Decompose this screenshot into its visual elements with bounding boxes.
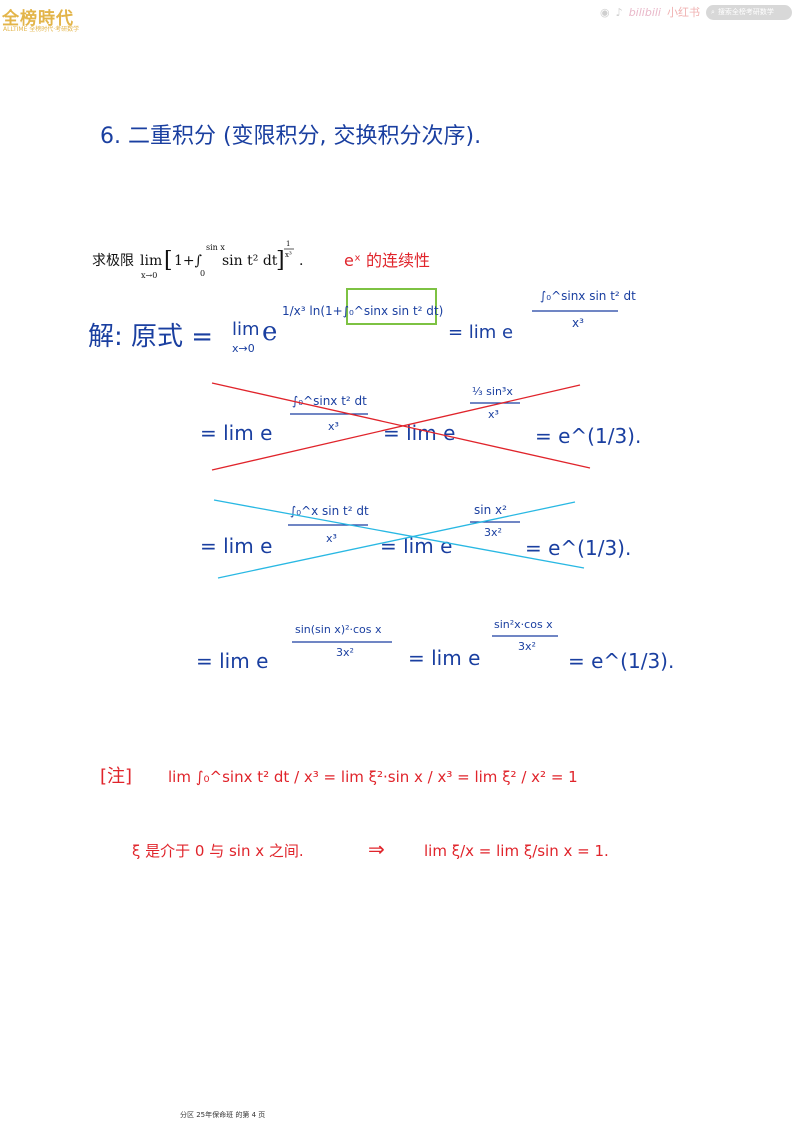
logo-subtitle: ALLTIME 全榜时代·考研数学 (3, 26, 80, 33)
w2-mid-num: sin x² (474, 503, 507, 517)
xiaohongshu-link[interactable]: 小红书 (667, 6, 700, 19)
w1-den: x³ (328, 420, 339, 433)
problem-period: . (299, 253, 303, 269)
c-left: = lim e (196, 649, 268, 673)
solution-head: 解: 原式 = (88, 322, 213, 352)
problem-statement: 求极限 lim x→0 [ 1+∫ sin x 0 sin t² dt ] 1 … (92, 240, 332, 292)
w2-num: ∫₀^x sin t² dt (290, 504, 369, 518)
page-footer: 分区 25年保命班 的第 4 页 (180, 1111, 266, 1119)
note-label: [注] (100, 766, 132, 787)
problem-one-plus: 1+∫ (174, 253, 202, 269)
w2-result: = e^(1/3). (525, 536, 631, 560)
bilibili-link[interactable]: bilibili (628, 5, 661, 19)
line1-eq: = lim e (448, 322, 513, 343)
problem-prefix: 求极限 (92, 253, 134, 269)
w2-left: = lim e (200, 534, 272, 558)
w1-mid: = lim e (383, 421, 455, 445)
problem-integrand: sin t² dt (222, 253, 278, 269)
c-den: 3x² (336, 646, 354, 659)
search-placeholder: 搜索全榜考研数学 (717, 8, 774, 16)
problem-exp-num: 1 (286, 240, 290, 248)
line1-lim: lim (232, 319, 260, 340)
problem-upper: sin x (206, 243, 225, 252)
w1-left: = lim e (200, 421, 272, 445)
logo-text: 全榜時代 (2, 9, 74, 29)
note-line1: lim ∫₀^sinx t² dt / x³ = lim ξ²·sin x / … (168, 768, 578, 786)
c-mid-den: 3x² (518, 640, 536, 653)
problem-lower: 0 (200, 269, 205, 278)
problem-lim-sub: x→0 (141, 271, 157, 280)
note-implies: ⇒ (368, 837, 385, 861)
w2-den: x³ (326, 532, 337, 545)
strike-red-1 (211, 382, 591, 469)
line1-e: e (262, 317, 277, 347)
w1-mid-num: ⅓ sin³x (472, 385, 513, 398)
search-icon: ⌕ (711, 7, 715, 16)
w2-mid-den: 3x² (484, 526, 502, 539)
note-line2-text: ξ 是介于 0 与 sin x 之间. (132, 842, 304, 860)
c-mid: = lim e (408, 646, 480, 670)
w1-num: ∫₀^sinx t² dt (292, 394, 367, 408)
strike-cyan-1 (213, 499, 585, 569)
douyin-icon[interactable]: ♪ (615, 5, 623, 19)
line1-frac-den: x³ (572, 316, 584, 330)
problem-bracket-open: [ (164, 248, 173, 273)
highlight-box (346, 288, 437, 325)
note-line2-math: lim ξ/x = lim ξ/sin x = 1. (424, 842, 609, 860)
problem-bracket-close: ] (276, 248, 285, 273)
weibo-icon[interactable]: ◉ (600, 5, 610, 19)
continuity-note: eˣ 的连续性 (344, 251, 431, 270)
section-title: 6. 二重积分 (变限积分, 交换积分次序). (100, 124, 482, 149)
problem-exp-den: x³ (285, 251, 292, 259)
problem-formula: 求极限 lim x→0 [ 1+∫ sin x 0 sin t² dt ] 1 … (92, 240, 303, 280)
w1-mid-den: x³ (488, 408, 499, 421)
c-mid-num: sin²x·cos x (494, 618, 553, 631)
line1-frac-num: ∫₀^sinx sin t² dt (540, 289, 636, 303)
w2-mid: = lim e (380, 534, 452, 558)
c-num: sin(sin x)²·cos x (295, 623, 382, 636)
social-bar: ◉ ♪ bilibili 小红书 ⌕ 搜索全榜考研数学 (600, 3, 792, 21)
brand-logo: 全榜時代 ALLTIME 全榜时代·考研数学 (2, 4, 94, 33)
strike-red-2 (211, 384, 581, 471)
strike-cyan-2 (217, 501, 576, 579)
c-result: = e^(1/3). (568, 649, 674, 673)
line1-exponent: 1/x³ ln(1+∫₀^sinx sin t² dt) (282, 304, 443, 318)
w1-result: = e^(1/3). (535, 424, 641, 448)
problem-lim: lim (140, 253, 162, 269)
search-box[interactable]: ⌕ 搜索全榜考研数学 (706, 4, 792, 20)
line1-sub: x→0 (232, 342, 255, 355)
